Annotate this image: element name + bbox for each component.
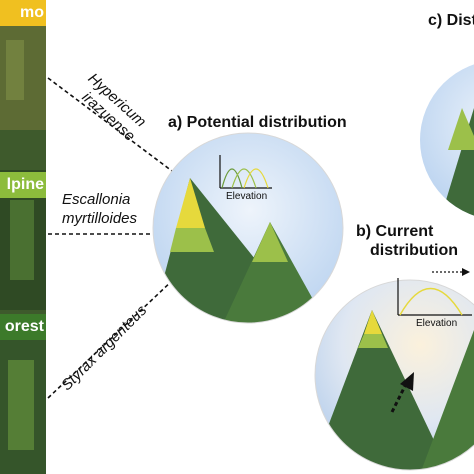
panel-a-paramo-band — [176, 178, 205, 228]
panel-b-title-line2: distribution — [370, 242, 458, 259]
banner-paramo: mo — [0, 0, 46, 26]
photo-strip — [0, 0, 46, 474]
panel-b-circle — [315, 280, 474, 470]
banner-forest: orest — [0, 314, 46, 340]
panel-b-title-line1: b) Current — [356, 223, 434, 240]
panel-b-mountain-right — [420, 330, 474, 470]
panel-b-mountain-left — [315, 310, 450, 470]
panel-b-border — [314, 279, 474, 471]
panel-c-title: c) Dist — [428, 12, 474, 29]
banner-alpine-label: lpine — [6, 176, 44, 193]
panel-a-border — [152, 132, 344, 324]
panel-b-paramo-band — [364, 310, 382, 334]
panel-a-alpine-band — [170, 228, 214, 252]
panel-a-circle — [153, 133, 343, 323]
connector-hypericum — [47, 77, 201, 193]
banner-paramo-label: mo — [20, 4, 44, 21]
panel-c-circle — [420, 60, 474, 220]
connector-styrax — [47, 261, 193, 399]
panel-b-alpine-band — [358, 334, 388, 348]
species-escallonia-line1: Escallonia — [62, 191, 131, 208]
banner-forest-label: orest — [4, 318, 44, 335]
panel-a-alpine-right — [252, 222, 288, 262]
panel-a-mini-chart — [219, 155, 272, 189]
panel-b-axis-label: Elevation — [416, 318, 458, 329]
panel-c-mountain — [440, 108, 474, 220]
panel-b-upslope-arrow-icon — [390, 372, 414, 413]
species-escallonia: Escallonia myrtilloides — [62, 190, 137, 228]
banner-alpine: lpine — [0, 172, 46, 198]
panel-a-mountain-right — [220, 222, 330, 323]
panel-b-mini-chart — [397, 268, 472, 316]
panel-a-title: a) Potential distribution — [168, 114, 347, 131]
panel-a-axis-label: Elevation — [226, 191, 268, 202]
panel-c-alpine-band — [448, 108, 474, 150]
panel-b-title: b) Current distribution — [356, 222, 458, 260]
species-escallonia-line2: myrtilloides — [62, 210, 138, 227]
